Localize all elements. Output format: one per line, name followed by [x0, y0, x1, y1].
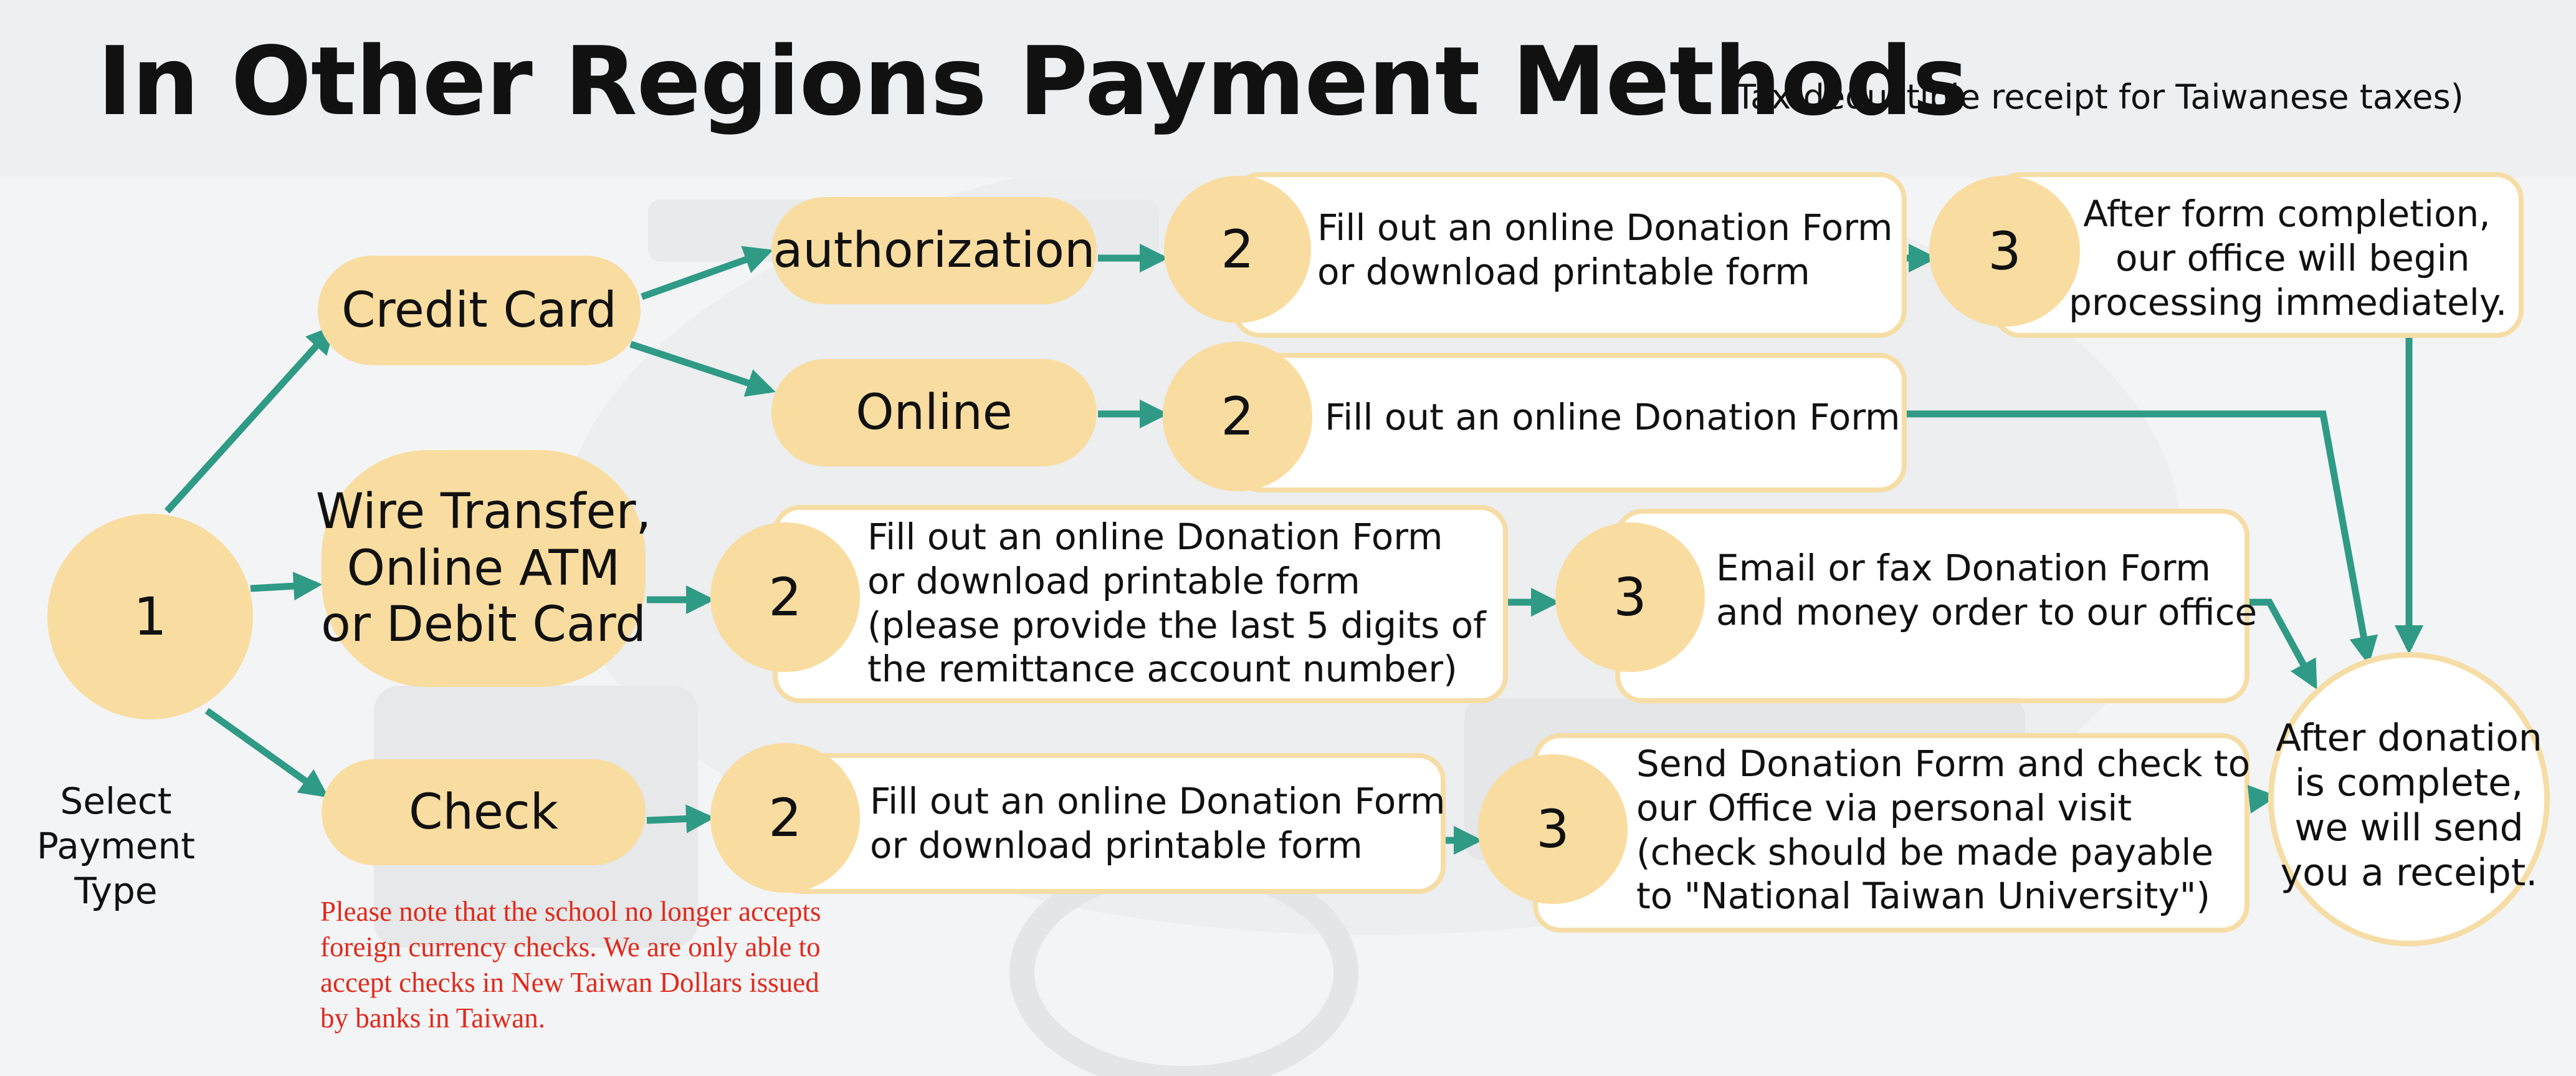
cc-online-step2-circle: 2 — [1163, 342, 1312, 491]
check-step2-box — [773, 753, 1446, 894]
start-step1-circle: 1 — [47, 514, 253, 719]
cc-auth-step2-box — [1233, 172, 1907, 338]
check-option: Check — [322, 759, 646, 865]
cc-auth-step3-circle: 3 — [1929, 176, 2080, 327]
cc-auth-step2-text: Fill out an online Donation Form or down… — [1317, 206, 1893, 293]
wire-step2-text: Fill out an online Donation Form or down… — [867, 516, 1486, 691]
arrow-credit-card-to-online — [629, 340, 776, 397]
wire-transfer-option: Wire Transfer, Online ATM or Debit Card — [316, 450, 651, 687]
cc-auth-step3-box — [1993, 172, 2524, 338]
page-subtitle: (Tax-deductible receipt for Taiwanese ta… — [1722, 77, 2464, 117]
wire-step2-circle: 2 — [710, 522, 860, 672]
cc-auth-step3-text: After form completion, our office will b… — [2069, 193, 2507, 324]
check-step3-text: Send Donation Form and check to our Offi… — [1636, 742, 2251, 918]
wire-step3-circle: 3 — [1555, 522, 1705, 672]
wire-step2-box — [773, 505, 1508, 703]
wire-step3-text: Email or fax Donation Form and money ord… — [1716, 547, 2258, 633]
arrow-start-to-credit-card — [164, 325, 336, 514]
check-step3-circle: 3 — [1478, 754, 1628, 904]
check-currency-note: Please note that the school no longer ac… — [320, 896, 821, 1034]
credit-card-option: Credit Card — [318, 256, 641, 365]
online-option: Online — [771, 359, 1097, 466]
arrow-wire-step3-to-end — [2249, 598, 2317, 690]
receipt-end-circle — [2268, 652, 2550, 946]
select-payment-type-label: Select Payment Type — [37, 780, 195, 912]
arrow-online-step2-to-end — [1907, 410, 2378, 666]
authorization-option: authorization — [771, 197, 1097, 304]
arrow-credit-card-to-authorization — [641, 246, 773, 300]
cc-online-step2-box — [1233, 353, 1907, 492]
arrow-check-to-step2 — [646, 804, 715, 833]
arrow-start-to-wire — [250, 572, 323, 601]
check-step2-text: Fill out an online Donation Form or down… — [870, 780, 1446, 867]
wire-step3-box — [1615, 509, 2249, 703]
receipt-end-text: After donation is complete, we will send… — [2276, 716, 2542, 895]
page-title: In Other Regions Payment Methods — [97, 26, 1968, 137]
arrow-start-to-check — [204, 708, 329, 798]
cc-online-step2-text: Fill out an online Donation Form — [1325, 396, 1901, 438]
cc-auth-step2-circle: 2 — [1164, 176, 1311, 323]
check-step2-circle: 2 — [710, 743, 860, 893]
start-step1-number: 1 — [133, 586, 167, 647]
title-band — [0, 0, 2576, 178]
